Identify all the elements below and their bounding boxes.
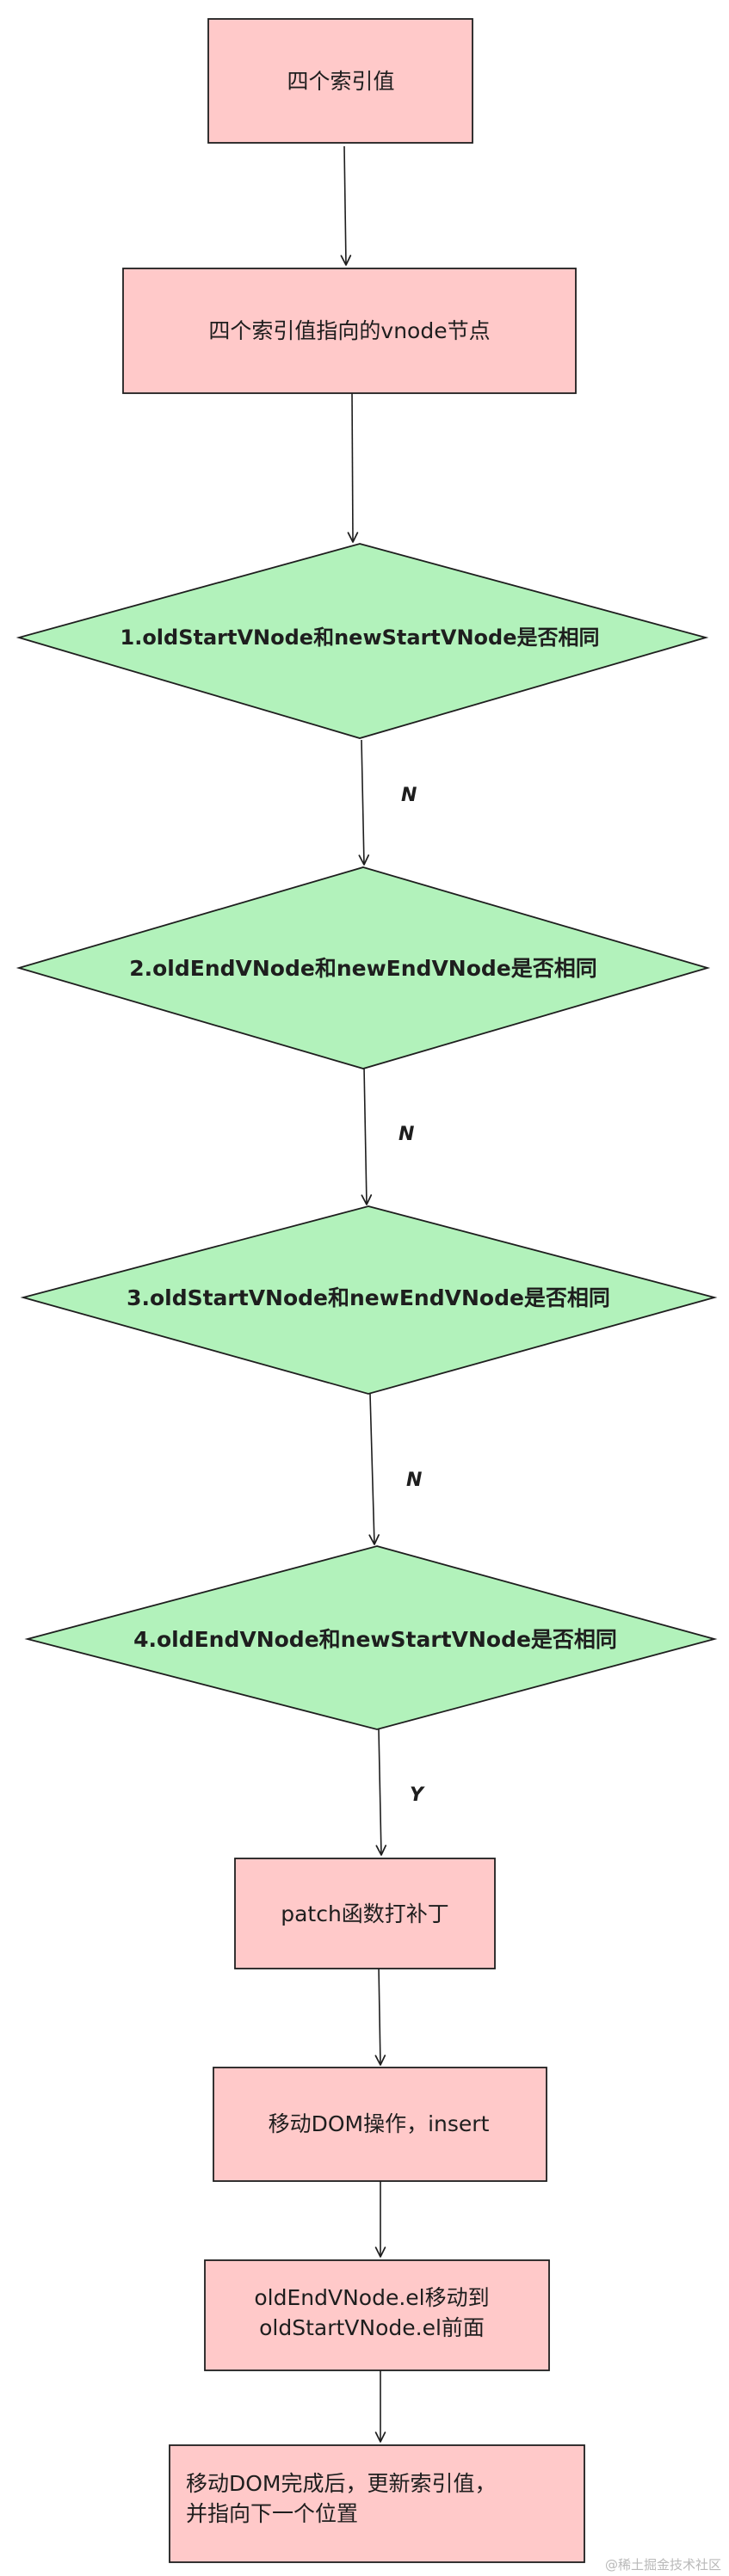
edge-n2-d1 <box>347 391 359 543</box>
node-index-vnodes-label: 四个索引值指向的vnode节点 <box>208 318 490 343</box>
edge-n3-n4 <box>374 1965 386 2066</box>
d4-line-1: 4.oldEndVNode和newStartVNode是否相同 <box>133 1627 617 1652</box>
edge-label-d1-d2: N <box>401 785 417 806</box>
decision-old-end-new-start: 4.oldEndVNode和newStartVNode是否相同 <box>24 1545 718 1730</box>
decision-old-end-new-start-label: 4.oldEndVNode和newStartVNode是否相同 <box>133 1627 617 1652</box>
n1-line-1: 四个索引值 <box>287 69 394 94</box>
decision-old-start-new-start: 1.oldStartVNode和newStartVNode是否相同 <box>15 543 709 739</box>
edge-label-d2-d3: N <box>398 1124 414 1145</box>
d1-line-1: 1.oldStartVNode和newStartVNode是否相同 <box>120 626 600 650</box>
edge-d2-d3 <box>361 1066 373 1205</box>
n5-line-2: oldStartVNode.el前面 <box>259 2315 485 2340</box>
decision-old-end-new-end-label: 2.oldEndVNode和newEndVNode是否相同 <box>129 956 597 981</box>
flowchart-nodes: 四个索引值 四个索引值指向的vnode节点 1.oldStartVNode和ne… <box>15 18 718 2563</box>
edge-d4-n3 <box>375 1729 387 1856</box>
edge-d3-d4 <box>368 1393 380 1545</box>
watermark: @稀土掘金技术社区 <box>605 2557 721 2573</box>
n6-line-2: 并指向下一个位置 <box>186 2501 358 2526</box>
decision-old-end-new-end: 2.oldEndVNode和newEndVNode是否相同 <box>15 866 711 1069</box>
flowchart-edges <box>340 145 387 2443</box>
d3-line-1: 3.oldStartVNode和newEndVNode是否相同 <box>127 1285 610 1310</box>
node-four-indexes-label: 四个索引值 <box>287 69 394 94</box>
decision-old-start-new-start-label: 1.oldStartVNode和newStartVNode是否相同 <box>120 626 600 650</box>
edge-label-d3-d4: N <box>406 1470 422 1491</box>
n2-line-1: 四个索引值指向的vnode节点 <box>208 318 490 343</box>
node-four-indexes: 四个索引值 <box>207 18 473 144</box>
d2-line-1: 2.oldEndVNode和newEndVNode是否相同 <box>129 956 597 981</box>
edge-d1-d2 <box>358 739 370 866</box>
decision-old-start-new-end-label: 3.oldStartVNode和newEndVNode是否相同 <box>127 1285 610 1310</box>
node-move-el-label: oldEndVNode.el移动到 oldStartVNode.el前面 <box>254 2285 489 2340</box>
node-update-indexes-label: 移动DOM完成后，更新索引值， 并指向下一个位置 <box>186 2471 497 2526</box>
node-move-el: oldEndVNode.el移动到 oldStartVNode.el前面 <box>204 2259 550 2371</box>
node-move-dom-insert-label: 移动DOM操作，insert <box>269 2111 490 2136</box>
node-update-indexes: 移动DOM完成后，更新索引值， 并指向下一个位置 <box>169 2444 585 2563</box>
n4-line-1: 移动DOM操作，insert <box>269 2111 490 2136</box>
node-index-vnodes: 四个索引值指向的vnode节点 <box>122 268 577 394</box>
edge-n1-n2 <box>340 145 352 266</box>
node-patch: patch函数打补丁 <box>234 1858 496 1969</box>
edge-label-d4-n3: Y <box>410 1784 425 1806</box>
n6-line-1: 移动DOM完成后，更新索引值， <box>186 2471 497 2496</box>
node-patch-label: patch函数打补丁 <box>281 1901 449 1926</box>
n3-line-1: patch函数打补丁 <box>281 1901 449 1926</box>
n5-line-1: oldEndVNode.el移动到 <box>254 2285 489 2310</box>
flowchart-edge-labels: N N N Y <box>398 785 425 1806</box>
decision-old-start-new-end: 3.oldStartVNode和newEndVNode是否相同 <box>20 1205 718 1395</box>
node-move-dom-insert: 移动DOM操作，insert <box>213 2067 547 2182</box>
